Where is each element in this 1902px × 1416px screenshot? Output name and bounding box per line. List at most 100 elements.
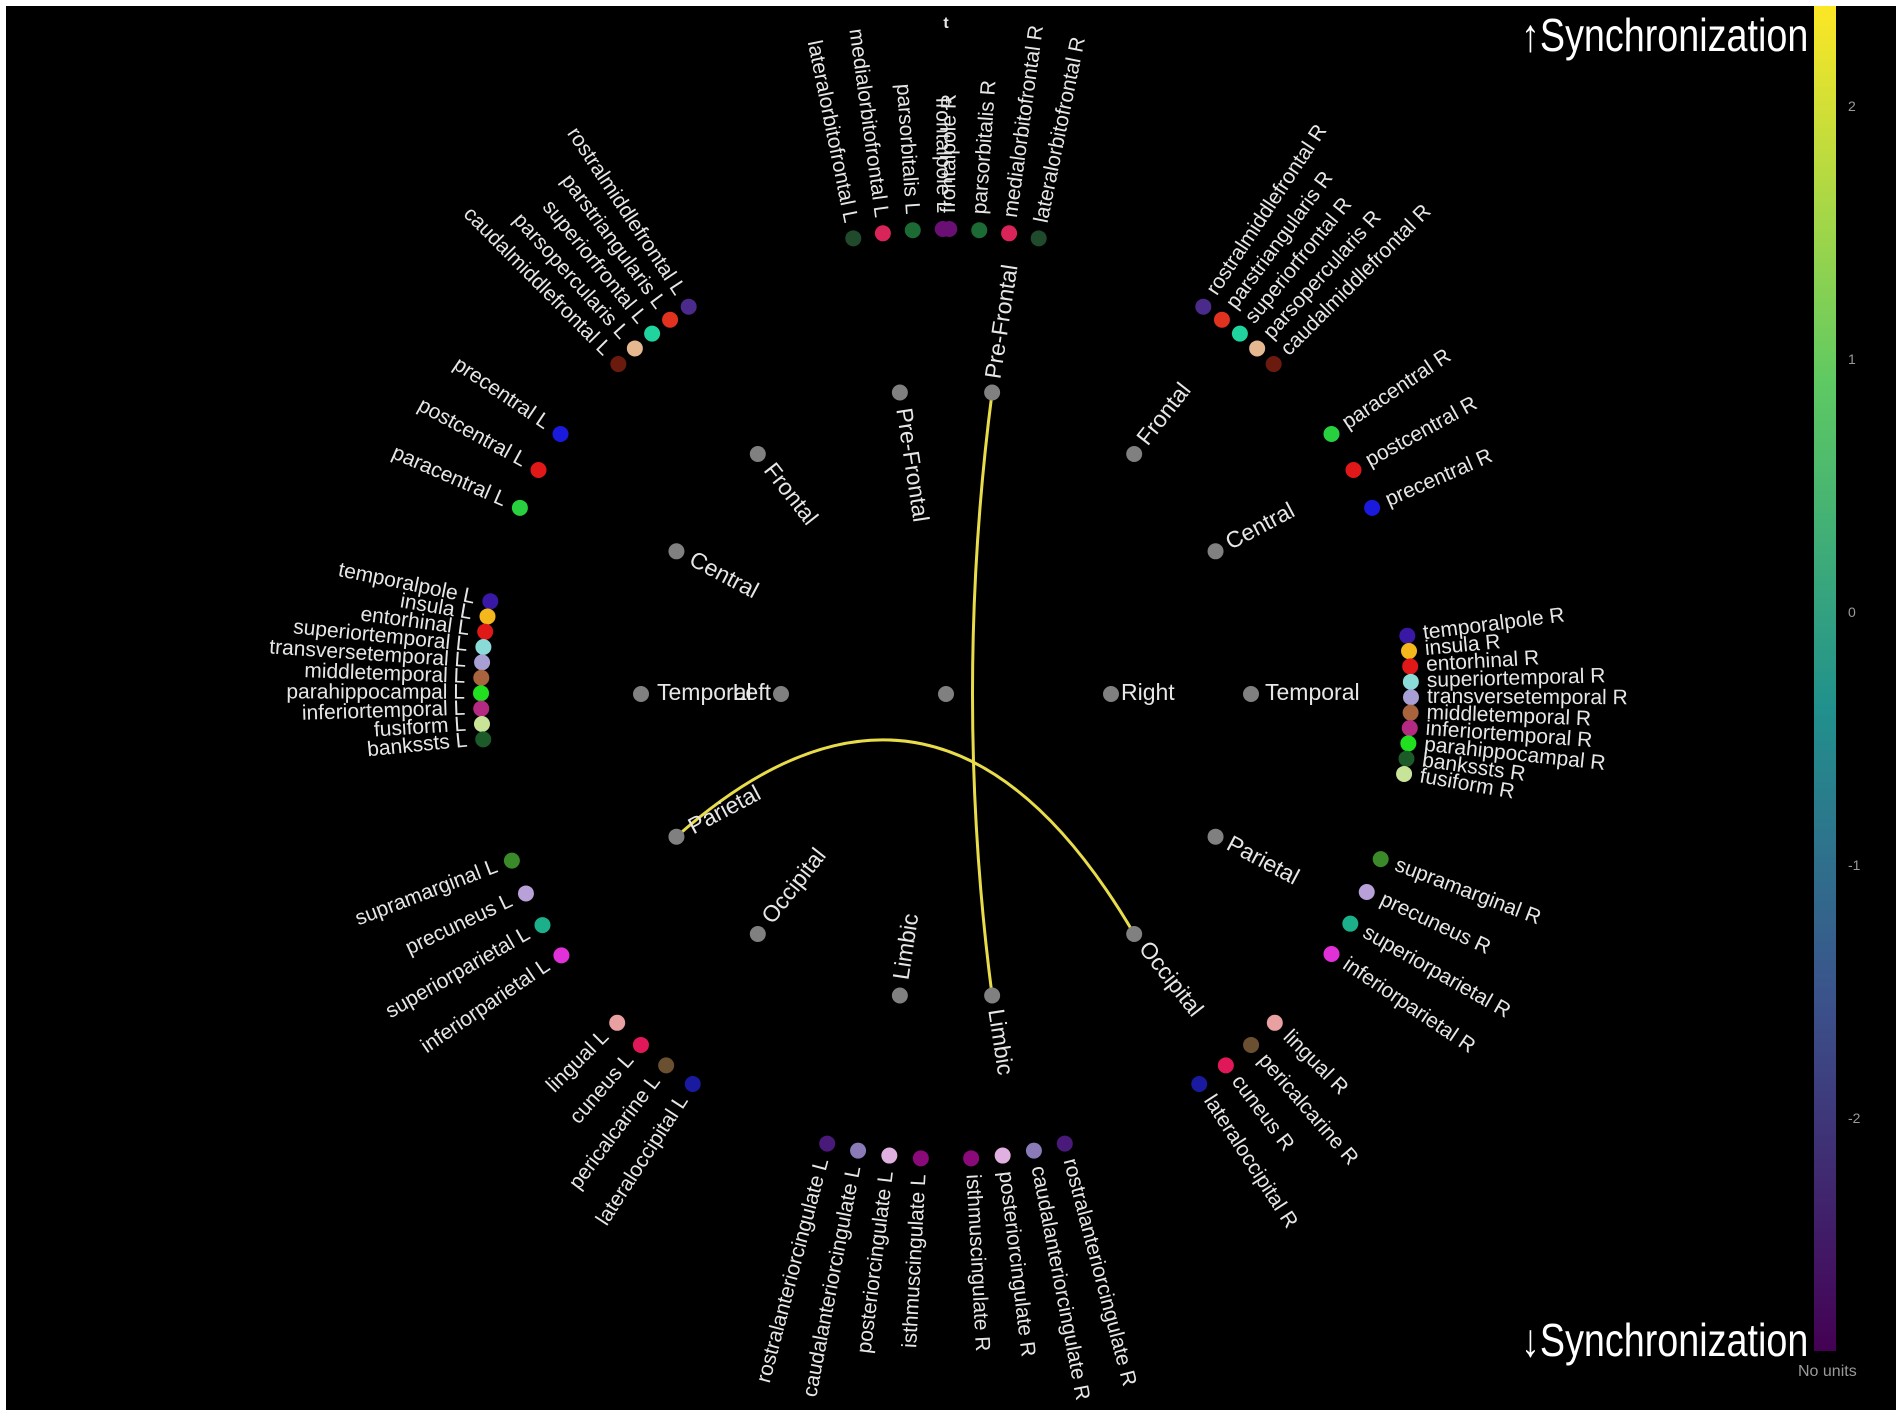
region-node [511,499,528,516]
region-node [1217,1057,1234,1074]
region-node [1358,883,1375,900]
region-node [874,225,891,242]
region-label: inferiortemporal L [302,697,466,725]
colorbar-tick: 2 [1848,98,1856,114]
region-node [1243,1036,1260,1053]
region-node [662,311,679,328]
lobe-node [749,926,766,943]
lobe-node [984,384,1001,401]
region-node [1249,340,1266,357]
region-node [1001,225,1018,242]
lobe-label: Occipital [1134,936,1209,1021]
region-node [517,885,534,902]
region-node [475,639,492,656]
lobe-label: Frontal [1131,377,1196,449]
region-node [473,669,490,686]
region-node [473,685,490,702]
region-node [1401,720,1418,737]
colorbar-units: No units [1798,1363,1857,1380]
region-node [941,221,958,238]
region-label: parsorbitalis L [892,83,924,215]
region-node [1402,673,1419,690]
lobe-label: Limbic [888,912,924,982]
region-node [1030,230,1047,247]
region-node [1265,356,1282,373]
plot-title: t [943,15,949,32]
region-node [963,1150,980,1167]
region-node [1364,499,1381,516]
region-node [1056,1135,1073,1152]
region-node [904,222,921,239]
region-node [632,1036,649,1053]
region-node [912,1150,929,1167]
region-node [850,1142,867,1159]
lobe-node [668,543,685,560]
region-node [819,1135,836,1152]
region-node [1402,658,1419,675]
colorbar [1814,6,1836,1351]
region-node [1195,298,1212,315]
region-node [1401,643,1418,660]
hemisphere-node [773,686,789,702]
region-node [1402,704,1419,721]
connection-line [971,392,994,996]
sync-decrease-label: ↓Synchronization [1520,1314,1808,1366]
region-nodes: lateralorbitofrontal Lmedialorbitofronta… [269,24,1628,1402]
hemisphere-label: Right [1121,679,1175,705]
region-node [475,731,492,748]
region-node [503,852,520,869]
region-node [479,608,496,625]
region-node [1399,627,1416,644]
lobe-node [1207,828,1224,845]
region-label: superiortemporal R [1427,664,1606,692]
hemisphere-node [1103,686,1119,702]
lobe-label: Occipital [756,843,831,928]
lobe-label: Central [1221,497,1299,555]
lobe-node [668,828,685,845]
colorbar-tick: -1 [1848,857,1861,873]
region-node [845,230,862,247]
region-node [1396,765,1413,782]
region-node [1323,425,1340,442]
connection-edges [675,392,1136,996]
region-label: isthmuscingulate L [898,1174,930,1349]
lobe-label: Pre-Frontal [980,263,1023,381]
lobe-label: Parietal [684,780,765,839]
region-node [1402,689,1419,706]
lobe-node [1126,445,1143,462]
lobe-label: Temporal [657,679,752,705]
region-node [534,917,551,934]
region-label: frontalpole L [931,97,955,213]
lobe-node [633,686,649,702]
region-node [477,623,494,640]
region-label: middletemporal L [304,659,466,688]
region-node [658,1057,675,1074]
lobe-node [891,384,908,401]
lobe-label: Central [685,546,763,604]
colorbar-tick: 1 [1848,351,1856,367]
region-label: frontalpole R [937,94,961,213]
region-node [1025,1142,1042,1159]
region-node [552,425,569,442]
region-node [1345,461,1362,478]
hemisphere-label: Left [733,679,772,705]
region-node [644,325,661,342]
connection-line [675,738,1136,935]
lobe-label: Pre-Frontal [891,406,934,524]
region-node [626,340,643,357]
region-node [473,700,490,717]
region-node [994,1147,1011,1164]
lobe-label: Limbic [983,1007,1019,1077]
lobe-label: Frontal [759,457,824,529]
region-node [1398,750,1415,767]
root-node [938,686,954,702]
region-node [1372,851,1389,868]
region-node [609,1014,626,1031]
region-node [473,716,490,733]
region-node [530,461,547,478]
region-node [1191,1075,1208,1092]
region-node [881,1147,898,1164]
